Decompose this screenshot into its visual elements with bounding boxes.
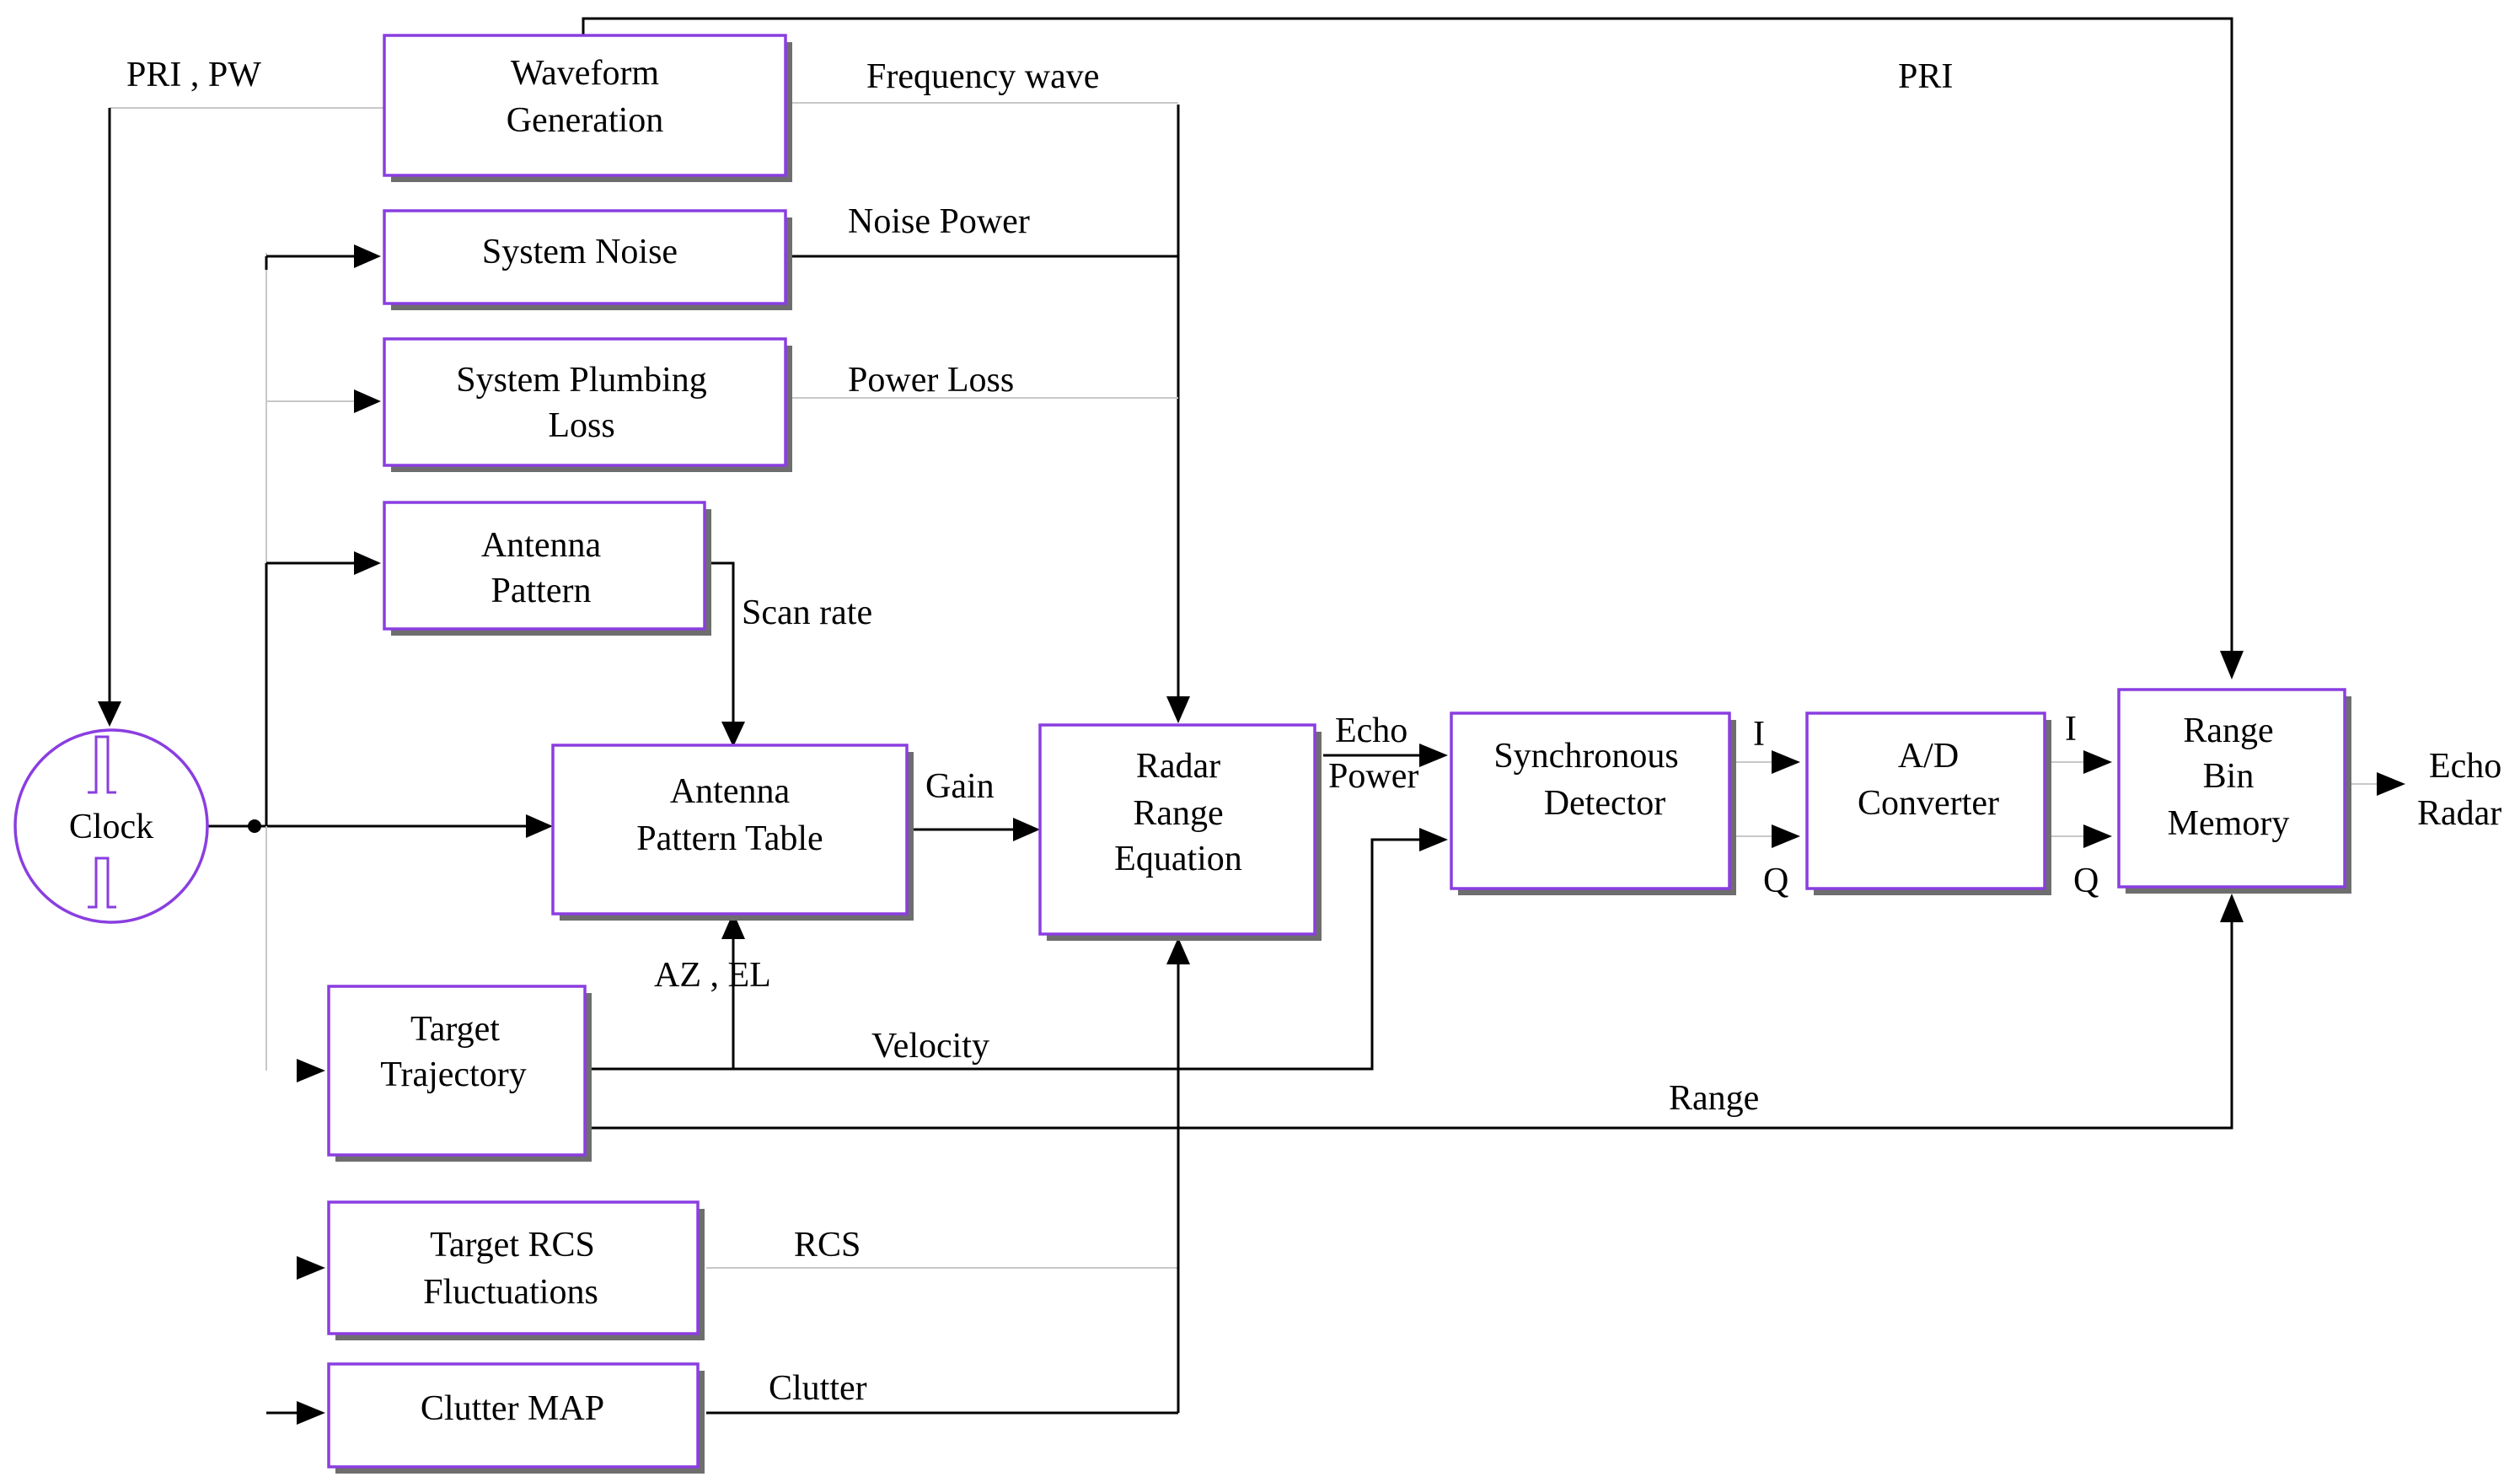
label-noise-power: Noise Power (848, 202, 1030, 241)
adc-label-line2: Converter (1858, 784, 1999, 823)
pri-line (582, 17, 2233, 658)
clock-label: Clock (69, 808, 153, 846)
block-synchronous-detector: Synchronous Detector (1450, 711, 1736, 895)
antenna-pattern-label-line1: Antenna (481, 526, 602, 565)
clock-block: Clock (13, 728, 209, 924)
signal-labels: PRI , PW Frequency wave PRI Noise Power … (126, 56, 2501, 1408)
antenna-pattern-label-line2: Pattern (491, 572, 592, 610)
block-system-plumbing-loss: System Plumbing Loss (383, 337, 792, 472)
label-clutter: Clutter (769, 1369, 867, 1408)
block-system-noise: System Noise (383, 209, 792, 310)
rcs-label-line1: Target RCS (430, 1226, 595, 1265)
plumbing-label-line1: System Plumbing (456, 361, 707, 400)
pulse-icon-top (88, 735, 116, 794)
block-waveform-generation: Waveform Generation (383, 34, 792, 182)
clutter-map-label: Clutter MAP (421, 1389, 604, 1428)
label-pri-pw: PRI , PW (126, 56, 261, 94)
label-echo-radar-line1: Echo (2429, 747, 2501, 786)
label-i-adc: I (2065, 710, 2077, 749)
radar-eq-label-line2: Range (1133, 794, 1223, 833)
block-antenna-pattern-table: Antenna Pattern Table (551, 744, 914, 921)
antenna-table-label-line1: Antenna (670, 772, 791, 811)
range-bin-label-line1: Range (2183, 711, 2273, 750)
block-antenna-pattern: Antenna Pattern (383, 501, 711, 636)
label-q-adc: Q (2073, 862, 2099, 900)
adc-label-line1: A/D (1898, 737, 1959, 776)
label-range: Range (1669, 1079, 1759, 1118)
label-rcs: RCS (794, 1226, 861, 1265)
range-line (592, 919, 2233, 1130)
antenna-table-label-line2: Pattern Table (636, 819, 823, 858)
trajectory-label-line2: Trajectory (380, 1055, 526, 1094)
label-pri: PRI (1898, 57, 1953, 96)
block-radar-range-equation: Radar Range Equation (1038, 723, 1322, 941)
label-echo-power-line1: Echo (1335, 711, 1407, 750)
block-clutter-map: Clutter MAP (327, 1362, 705, 1474)
label-echo-power-line2: Power (1328, 757, 1418, 796)
label-echo-radar-line2: Radar (2417, 794, 2501, 833)
range-bin-label-line2: Bin (2203, 757, 2255, 796)
waveform-label-line2: Generation (507, 101, 664, 140)
label-velocity: Velocity (871, 1027, 989, 1066)
label-gain: Gain (925, 767, 995, 806)
waveform-label-line1: Waveform (511, 54, 660, 93)
label-power-loss: Power Loss (848, 361, 1014, 400)
pulse-icon-bottom (88, 856, 116, 909)
radar-eq-label-line3: Equation (1114, 840, 1242, 878)
sync-label-line1: Synchronous (1493, 737, 1678, 776)
trajectory-label-line1: Target (410, 1010, 500, 1049)
sync-label-line2: Detector (1544, 784, 1666, 823)
rcs-label-line2: Fluctuations (423, 1273, 598, 1312)
label-i-sync: I (1753, 715, 1765, 754)
clock-junction-dot (248, 819, 261, 833)
radar-eq-label-line1: Radar (1136, 747, 1220, 786)
scan-rate-line (705, 561, 735, 725)
label-az-el: AZ , EL (654, 956, 771, 995)
block-target-rcs-fluctuations: Target RCS Fluctuations (327, 1200, 705, 1340)
block-ad-converter: A/D Converter (1805, 711, 2051, 895)
block-range-bin-memory: Range Bin Memory (2117, 688, 2351, 894)
system-noise-label: System Noise (482, 233, 678, 271)
plumbing-label-line2: Loss (548, 406, 614, 445)
range-bin-label-line3: Memory (2168, 804, 2290, 843)
label-q-sync: Q (1763, 862, 1788, 900)
label-scan-rate: Scan rate (742, 593, 872, 632)
label-frequency-wave: Frequency wave (866, 57, 1099, 96)
connections (98, 17, 2405, 1425)
velocity-line (592, 838, 1421, 1071)
block-target-trajectory: Target Trajectory (327, 985, 592, 1162)
